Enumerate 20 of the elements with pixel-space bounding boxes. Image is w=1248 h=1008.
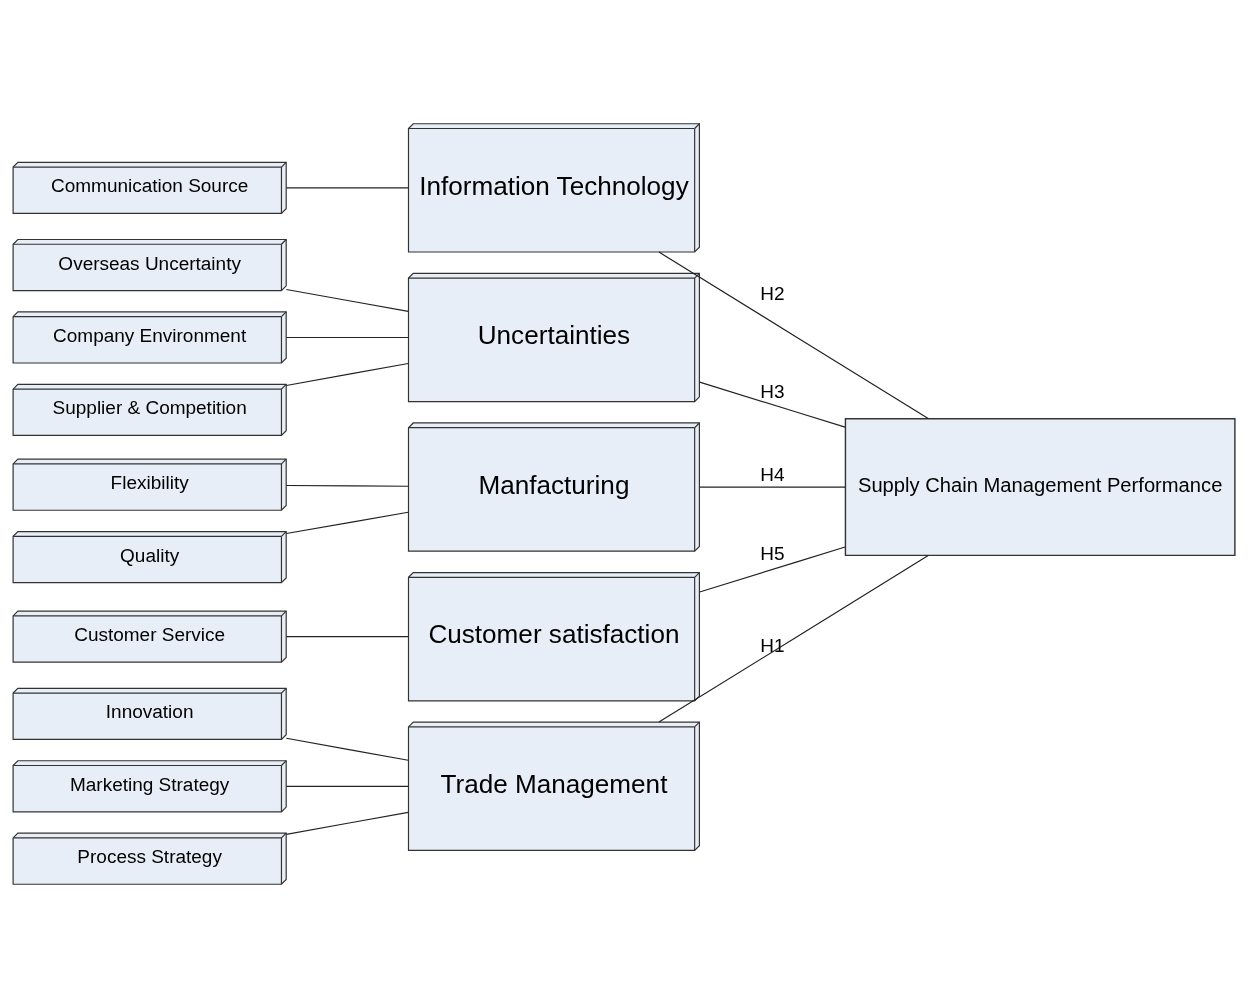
connector <box>285 811 409 835</box>
edge-label: H5 <box>760 543 785 565</box>
connector <box>285 785 409 787</box>
connector <box>699 486 846 488</box>
node-box: Supply Chain Management Performance <box>844 418 1236 557</box>
edge-label: H3 <box>760 380 785 402</box>
edge-label: H2 <box>760 283 785 305</box>
connector <box>285 187 409 189</box>
connector <box>699 381 846 428</box>
connector <box>285 636 409 638</box>
connector <box>285 288 409 312</box>
connector <box>699 546 846 593</box>
connector <box>285 484 409 487</box>
connector <box>285 511 409 535</box>
connector <box>285 362 409 387</box>
connector <box>285 336 409 339</box>
connector <box>658 555 929 723</box>
edge-label: H4 <box>760 463 785 485</box>
connector <box>285 737 409 761</box>
edge-label: H1 <box>760 634 785 656</box>
